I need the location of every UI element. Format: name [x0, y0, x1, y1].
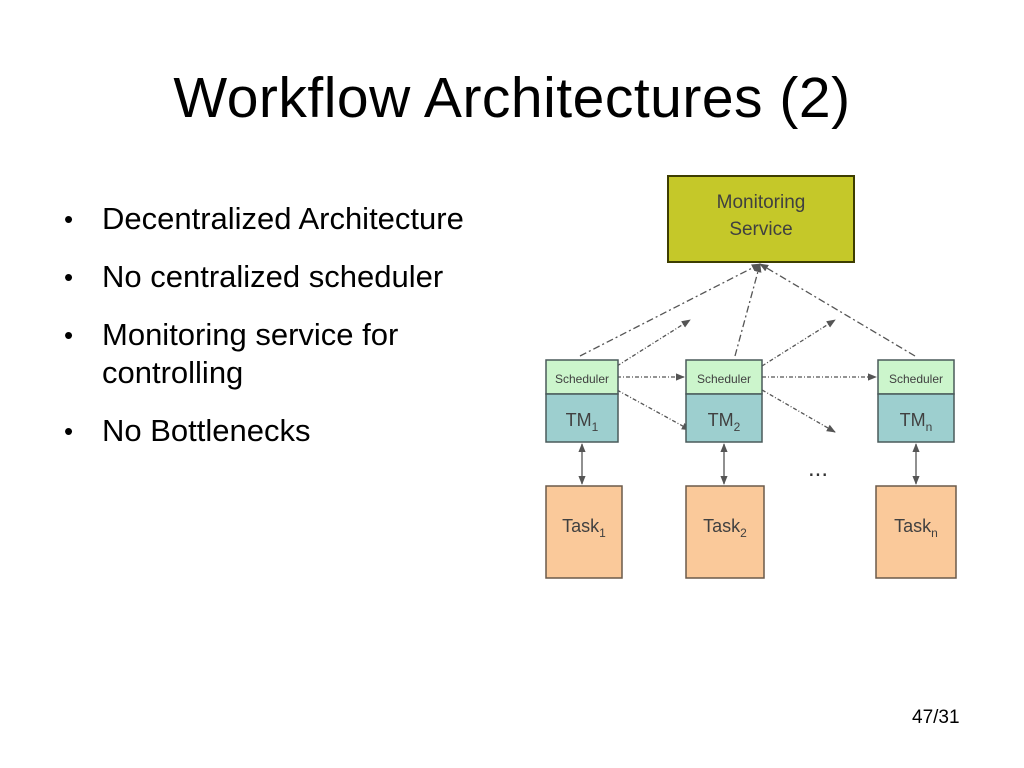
agent-column-2: Scheduler TM2 Task2	[685, 359, 765, 579]
agent-column-1: Scheduler TM1 Task1	[545, 359, 623, 579]
bullet-text: No Bottlenecks	[102, 413, 311, 448]
task-node-n	[875, 485, 957, 579]
tm-task-links	[578, 443, 920, 485]
bullet-text: No centralized scheduler	[102, 259, 444, 294]
sched-link-2-n-down	[761, 389, 836, 433]
page-number: 47/31	[912, 707, 960, 728]
task-label-n: Taskn	[894, 516, 938, 540]
bullet-dot-icon: •	[64, 204, 74, 234]
scheduler-links	[616, 319, 877, 433]
tm-node-1	[545, 393, 619, 443]
task-label-2: Task2	[703, 516, 747, 540]
tm-label-n: TMn	[900, 410, 933, 434]
tm-label-1: TM1	[566, 410, 599, 434]
sched-link-2-n-up	[761, 319, 836, 367]
bullet-dot-icon: •	[64, 416, 74, 446]
bullet-dot-icon: •	[64, 262, 74, 292]
task-node-1	[545, 485, 623, 579]
architecture-diagram: Monitoring Service Scheduler TM1 Task1 S…	[540, 170, 960, 582]
scheduler-node-2	[685, 359, 763, 395]
sched-link-1-2-up	[616, 319, 691, 367]
tm-node-2	[685, 393, 763, 443]
monitor-link-3	[759, 263, 916, 357]
monitoring-links	[579, 263, 916, 357]
scheduler-node-n	[877, 359, 955, 395]
scheduler-label-2: Scheduler	[697, 372, 751, 386]
scheduler-label-n: Scheduler	[889, 372, 943, 386]
slide-title: Workflow Architectures (2)	[173, 66, 851, 130]
task-node-2	[685, 485, 765, 579]
bullet-item: • Monitoring service for controlling	[62, 316, 542, 392]
monitoring-service-label-line2: Service	[729, 219, 792, 240]
monitor-link-2	[734, 263, 762, 357]
bullet-list: • Decentralized Architecture • No centra…	[62, 200, 542, 470]
ellipsis-label: ...	[808, 455, 828, 482]
sched-link-1-2-down	[616, 389, 691, 431]
bullet-text: Decentralized Architecture	[102, 201, 464, 236]
bullet-text: Monitoring service for controlling	[102, 317, 399, 390]
bullet-item: • No centralized scheduler	[62, 258, 542, 296]
bullet-item: • Decentralized Architecture	[62, 200, 542, 238]
agent-column-n: Scheduler TMn Taskn	[875, 359, 957, 579]
bullet-dot-icon: •	[64, 320, 74, 350]
task-label-1: Task1	[562, 516, 606, 540]
monitor-link-1	[579, 263, 761, 357]
monitoring-service-label-line1: Monitoring	[717, 192, 806, 213]
monitoring-service-node: Monitoring Service	[667, 175, 855, 263]
bullet-item: • No Bottlenecks	[62, 412, 542, 450]
scheduler-label-1: Scheduler	[555, 372, 609, 386]
tm-label-2: TM2	[708, 410, 741, 434]
tm-node-n	[877, 393, 955, 443]
